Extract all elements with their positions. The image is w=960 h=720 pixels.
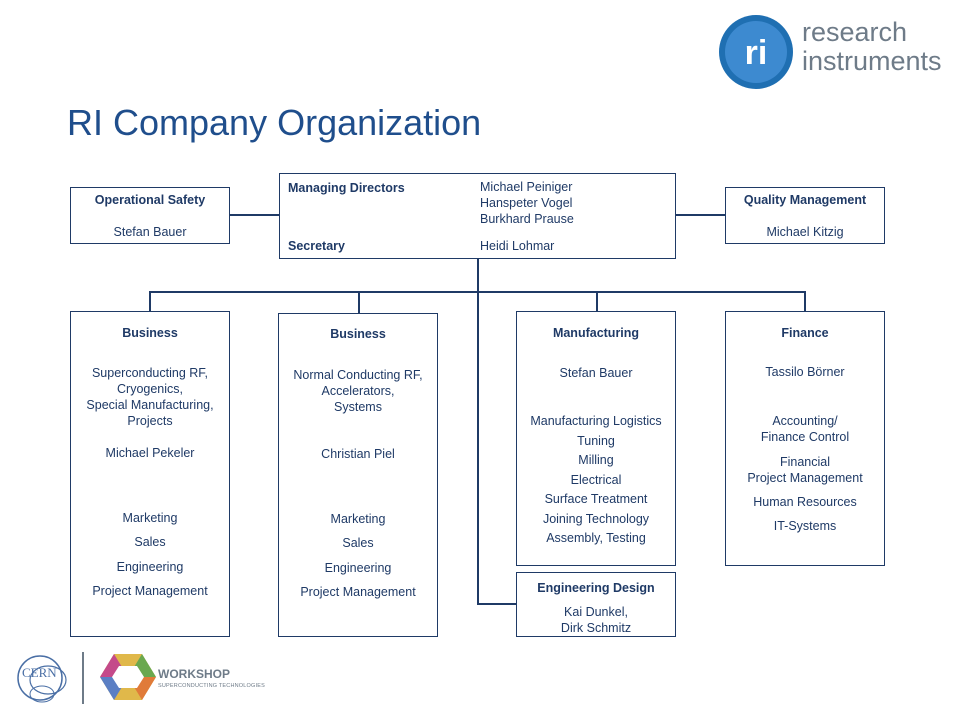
director-name: Burkhard Prause [480, 212, 574, 226]
connector-drop-4 [804, 291, 806, 312]
manufacturing-box: Manufacturing Stefan Bauer Manufacturing… [516, 311, 676, 566]
business-description: Accelerators, [321, 384, 395, 398]
operational-safety-box: Operational Safety Stefan Bauer [70, 187, 230, 244]
box-title: Business [122, 326, 178, 340]
connector-right-assist [675, 214, 726, 216]
connector-main-vertical [477, 258, 479, 604]
function-item: Project Management [747, 471, 863, 485]
svg-text:ri: ri [745, 34, 768, 72]
workshop-hexagon-icon [100, 654, 156, 700]
box-title: Finance [781, 326, 829, 340]
function-item: Financial [779, 455, 831, 469]
box-title: Engineering Design [537, 581, 655, 595]
logo-line-research: research [802, 17, 908, 47]
box-title: Manufacturing [552, 326, 640, 340]
function-item: IT-Systems [773, 519, 837, 533]
cern-label: CERN [22, 665, 57, 680]
box-title: Quality Management [743, 193, 867, 207]
business-description: Superconducting RF, [91, 366, 209, 380]
cern-logo-icon [17, 655, 67, 703]
business-description: Normal Conducting RF, [293, 368, 423, 382]
footer-divider [82, 652, 84, 704]
business-description: Cryogenics, [117, 382, 183, 396]
connector-drop-3 [596, 291, 598, 312]
connector-left-assist [229, 214, 279, 216]
connector-bus [149, 291, 805, 293]
logo-line-instruments: instruments [802, 46, 942, 76]
person-name: Stefan Bauer [113, 225, 187, 239]
company-logo: ri research instruments [716, 12, 956, 92]
function-item: Human Resources [753, 495, 857, 509]
connector-drop-1 [149, 291, 151, 312]
box-title: Operational Safety [94, 193, 206, 207]
page-title: RI Company Organization [67, 102, 482, 143]
ri-logo-icon: ri [719, 15, 793, 89]
function-item: Manufacturing Logistics [530, 414, 662, 428]
function-item: Finance Control [760, 430, 850, 444]
person-name: Kai Dunkel, [564, 605, 628, 619]
person-name: Michael Kitzig [766, 225, 844, 239]
function-item: Engineering [116, 560, 184, 574]
business-description: Projects [127, 414, 173, 428]
secretary-label: Secretary [288, 239, 345, 253]
engineering-design-box: Engineering Design Kai Dunkel, Dirk Schm… [516, 572, 676, 637]
function-item: Marketing [330, 512, 386, 526]
function-item: Accounting/ [772, 414, 838, 428]
function-item: Tuning [577, 434, 615, 448]
secretary-name: Heidi Lohmar [480, 239, 555, 253]
business-description: Systems [334, 400, 382, 414]
function-item: Electrical [570, 473, 622, 487]
managing-directors-label: Managing Directors [288, 181, 405, 195]
business-sc-box: Business Superconducting RF, Cryogenics,… [70, 311, 230, 637]
quality-management-box: Quality Management Michael Kitzig [725, 187, 885, 244]
workshop-label: WORKSHOP [158, 667, 230, 681]
person-name: Tassilo Börner [765, 365, 845, 379]
connector-eng-design [477, 603, 517, 605]
managing-directors-box: Managing Directors Michael Peiniger Hans… [279, 173, 676, 259]
workshop-subtitle: SUPERCONDUCTING TECHNOLOGIES [158, 683, 265, 689]
person-name: Christian Piel [321, 447, 395, 461]
director-name: Michael Peiniger [480, 180, 573, 194]
finance-box: Finance Tassilo Börner Accounting/ Finan… [725, 311, 885, 566]
function-item: Surface Treatment [544, 492, 648, 506]
function-item: Joining Technology [542, 512, 650, 526]
person-name: Michael Pekeler [105, 446, 195, 460]
function-item: Sales [134, 535, 166, 549]
function-item: Milling [578, 453, 614, 467]
function-item: Project Management [92, 584, 208, 598]
logo-wordmark: research instruments [802, 18, 942, 76]
box-title: Business [330, 327, 386, 341]
function-item: Engineering [324, 561, 392, 575]
business-description: Special Manufacturing, [86, 398, 214, 412]
function-item: Sales [342, 536, 374, 550]
function-item: Marketing [122, 511, 178, 525]
connector-drop-2 [358, 291, 360, 314]
business-nc-box: Business Normal Conducting RF, Accelerat… [278, 313, 438, 637]
function-item: Project Management [300, 585, 416, 599]
person-name: Dirk Schmitz [560, 621, 632, 635]
person-name: Stefan Bauer [559, 366, 633, 380]
director-name: Hanspeter Vogel [480, 196, 573, 210]
function-item: Assembly, Testing [546, 531, 646, 545]
